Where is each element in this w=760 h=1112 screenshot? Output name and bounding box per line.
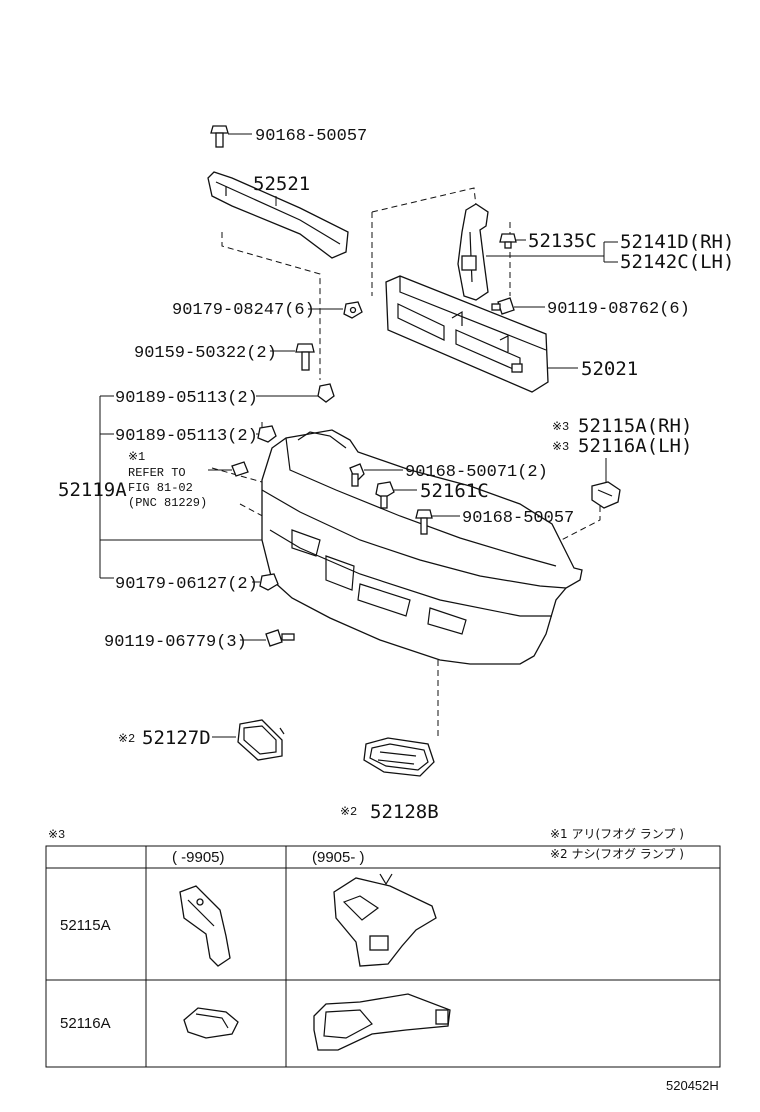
fog-lamp-screw-icon bbox=[231, 461, 249, 477]
callout-52135c: 52135C bbox=[528, 230, 597, 252]
callout-90159-50322: 90159-50322(2) bbox=[134, 344, 277, 363]
callout-90189-05113-a: 90189-05113(2) bbox=[115, 389, 258, 408]
side-bracket-icon bbox=[591, 481, 621, 509]
callout-52127d: 52127D bbox=[142, 727, 211, 749]
table-mark: ※3 bbox=[48, 828, 65, 842]
table-row-52116a: 52116A bbox=[60, 1015, 111, 1032]
ref-line-2: FIG 81-02 bbox=[128, 481, 193, 495]
nut-90179-08247-icon bbox=[343, 301, 363, 319]
bracket-icon bbox=[457, 203, 489, 301]
callout-90168-50057-lower: 90168-50057 bbox=[462, 509, 574, 528]
clip-upper-icon bbox=[317, 383, 335, 403]
variant-table bbox=[45, 845, 721, 1068]
ref-line-3: (PNC 81229) bbox=[128, 496, 207, 510]
grille-mark-right: ※2 bbox=[340, 805, 357, 819]
bolt-90119-08762-icon bbox=[491, 297, 515, 315]
callout-90168-50071: 90168-50071(2) bbox=[405, 463, 548, 482]
table-col-after: (9905- ) bbox=[312, 849, 365, 866]
energy-absorber-icon bbox=[385, 275, 549, 393]
callout-90189-05113-b: 90189-05113(2) bbox=[115, 427, 258, 446]
table-row-52115a: 52115A bbox=[60, 917, 111, 934]
bolt-90159-50322-icon bbox=[295, 343, 315, 371]
ref-mark: ※1 bbox=[128, 450, 145, 464]
note-fog-lamp-without: ※2 ナシ(フオグ ランプ ) bbox=[550, 847, 684, 861]
screw-90168-50071-icon bbox=[349, 463, 365, 487]
callout-52521: 52521 bbox=[253, 173, 310, 195]
fog-cover-right-icon bbox=[363, 737, 435, 777]
callout-52021: 52021 bbox=[581, 358, 638, 380]
bumper-cover-icon bbox=[261, 429, 583, 665]
bolt-52135c-icon bbox=[499, 233, 517, 249]
note-fog-lamp-with: ※1 アリ(フオグ ランプ ) bbox=[550, 827, 684, 841]
side-mark-lh: ※3 bbox=[552, 440, 569, 454]
callout-52128b: 52128B bbox=[370, 801, 439, 823]
reinforcement-bar-icon bbox=[207, 171, 349, 259]
retainer-52161c-icon bbox=[375, 481, 395, 509]
grille-mark-left: ※2 bbox=[118, 732, 135, 746]
callout-52119a: 52119A bbox=[58, 479, 127, 501]
callout-52161c: 52161C bbox=[420, 480, 489, 502]
bolt-top-icon bbox=[210, 125, 229, 148]
callout-52142c-lh: 52142C(LH) bbox=[620, 251, 734, 273]
callout-52116a-lh: 52116A(LH) bbox=[578, 435, 692, 457]
callout-90119-08762: 90119-08762(6) bbox=[547, 300, 690, 319]
bolt-lower-icon bbox=[415, 509, 433, 535]
fog-cover-left-icon bbox=[237, 719, 285, 761]
callout-52115a-rh: 52115A(RH) bbox=[578, 415, 692, 437]
callout-90119-06779: 90119-06779(3) bbox=[104, 633, 247, 652]
bracket-52116a-late-icon bbox=[313, 993, 451, 1051]
side-mark-rh: ※3 bbox=[552, 420, 569, 434]
diagram-id: 520452H bbox=[666, 1078, 719, 1093]
bracket-52116a-early-icon bbox=[183, 1007, 239, 1039]
callout-52141d-rh: 52141D(RH) bbox=[620, 231, 734, 253]
callout-90168-50057-top: 90168-50057 bbox=[255, 127, 367, 146]
bracket-52115a-late-icon bbox=[333, 873, 437, 967]
nut-90179-06127-icon bbox=[259, 573, 279, 591]
clip-lower-icon bbox=[257, 425, 277, 443]
bracket-52115a-early-icon bbox=[179, 885, 231, 967]
callout-90179-06127: 90179-06127(2) bbox=[115, 575, 258, 594]
ref-line-1: REFER TO bbox=[128, 466, 186, 480]
callout-90179-08247: 90179-08247(6) bbox=[172, 301, 315, 320]
bolt-90119-06779-icon bbox=[265, 629, 295, 647]
table-col-before: ( -9905) bbox=[172, 849, 225, 866]
